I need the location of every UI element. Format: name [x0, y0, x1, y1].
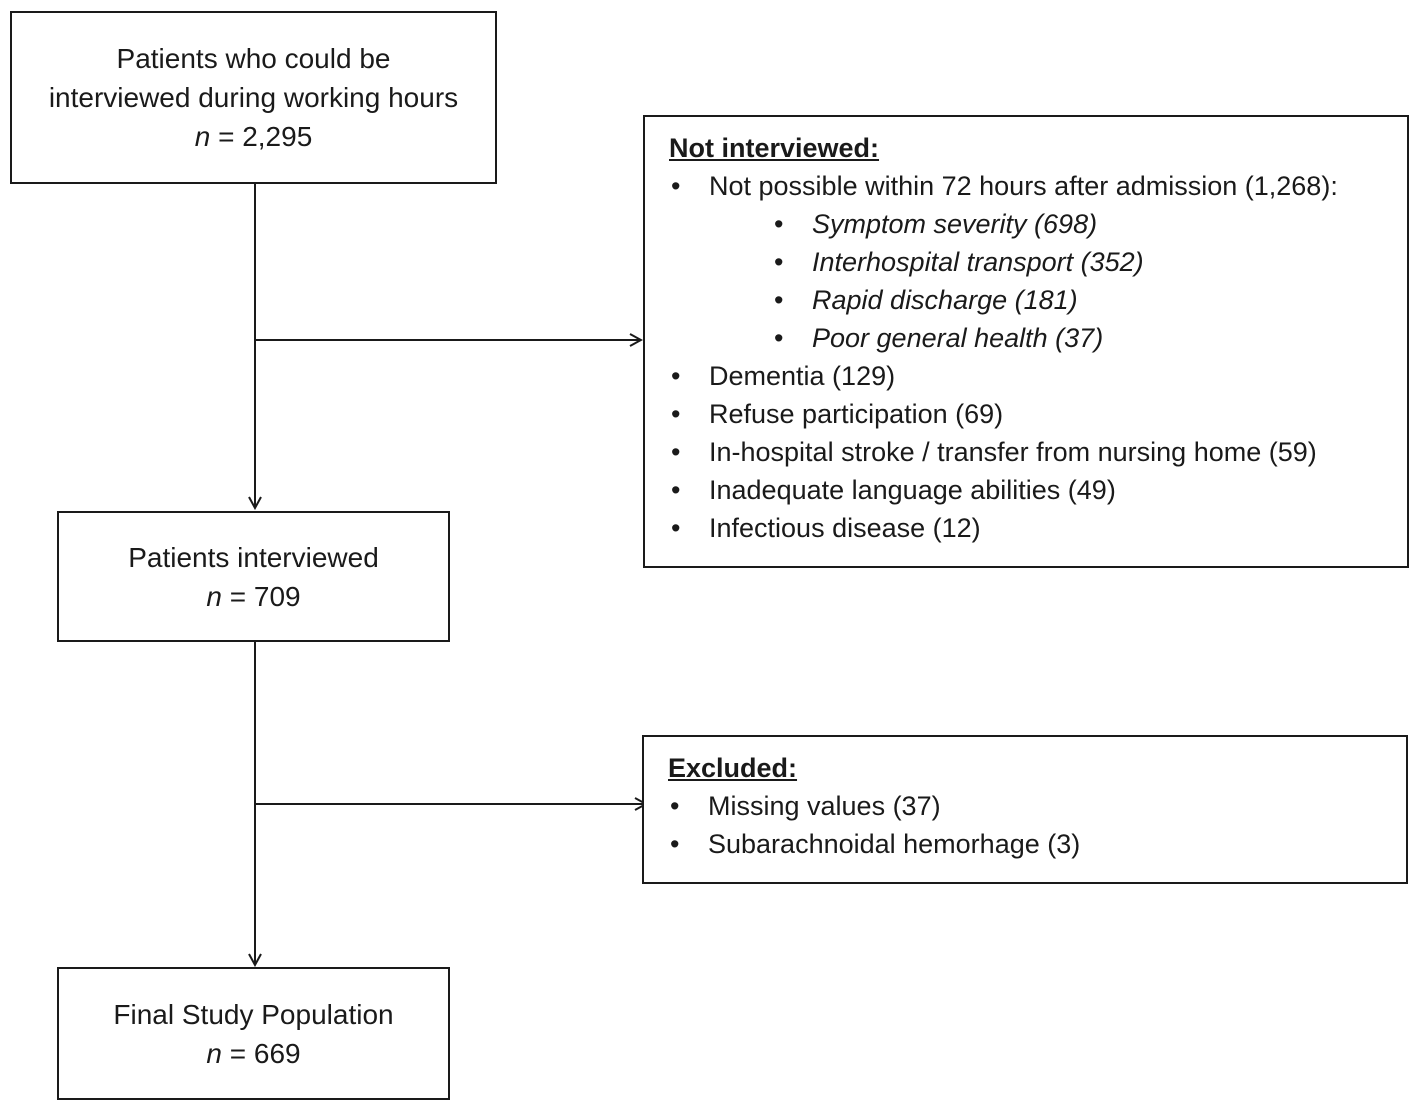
n-symbol: n — [206, 580, 222, 612]
eligible-title-line1: Patients who could be — [116, 43, 391, 74]
n-symbol: n — [206, 1037, 222, 1069]
eligible-count: n = 2,295 — [195, 117, 313, 156]
sub-list-item: Rapid discharge (181) — [669, 281, 1407, 319]
excluded-heading: Excluded: — [668, 753, 798, 783]
box-patients-interviewed: Patients interviewed n = 709 — [57, 511, 450, 642]
box-final-study-population: Final Study Population n = 669 — [57, 967, 450, 1100]
list-item: In-hospital stroke / transfer from nursi… — [669, 433, 1407, 471]
interviewed-count-value: = 709 — [221, 580, 301, 612]
not-interviewed-list: Not possible within 72 hours after admis… — [669, 167, 1407, 547]
sub-list-item: Symptom severity (698) — [669, 205, 1407, 243]
final-population-count: n = 669 — [206, 1034, 300, 1073]
interviewed-count: n = 709 — [206, 577, 300, 616]
list-item: Infectious disease (12) — [669, 509, 1407, 547]
n-symbol: n — [194, 121, 211, 152]
list-item: Missing values (37) — [668, 787, 1406, 825]
list-item: Not possible within 72 hours after admis… — [669, 167, 1407, 205]
not-interviewed-heading: Not interviewed: — [669, 133, 880, 163]
sub-list-item: Poor general health (37) — [669, 319, 1407, 357]
excluded-list: Missing values (37) Subarachnoidal hemor… — [668, 787, 1406, 863]
box-eligible-patients: Patients who could be interviewed during… — [10, 11, 497, 184]
sub-list-item: Interhospital transport (352) — [669, 243, 1407, 281]
box-not-interviewed: Not interviewed: Not possible within 72 … — [643, 115, 1409, 568]
final-population-title: Final Study Population — [113, 998, 394, 1030]
list-item: Refuse participation (69) — [669, 395, 1407, 433]
list-item: Subarachnoidal hemorhage (3) — [668, 825, 1406, 863]
final-population-count-value: = 669 — [221, 1037, 301, 1069]
interviewed-title: Patients interviewed — [128, 541, 379, 573]
list-item: Dementia (129) — [669, 357, 1407, 395]
box-excluded: Excluded: Missing values (37) Subarachno… — [642, 735, 1408, 884]
eligible-count-value: = 2,295 — [210, 121, 313, 152]
list-item: Inadequate language abilities (49) — [669, 471, 1407, 509]
eligible-title-line2: interviewed during working hours — [48, 82, 459, 113]
